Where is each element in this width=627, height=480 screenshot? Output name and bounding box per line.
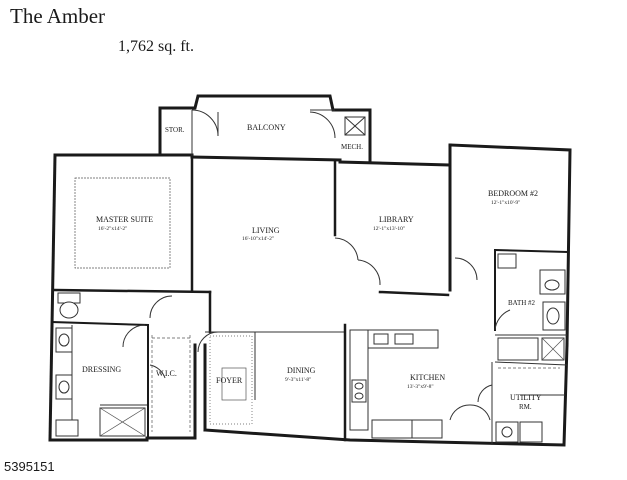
exterior-walls: [48, 94, 572, 447]
utility-label: UTILITY: [510, 393, 542, 402]
storage-label: STOR.: [165, 126, 185, 134]
bedroom2-dims: 12'-1"x10'-9": [491, 200, 520, 206]
mech-label: MECH.: [341, 143, 363, 151]
living-dims: 16'-10"x14'-2": [242, 236, 274, 242]
dressing-label: DRESSING: [82, 365, 121, 374]
dining-dims: 9'-3"x11'-8": [285, 377, 311, 383]
room-labels: BALCONY STOR. MECH. MASTER SUITE 16'-2"x…: [82, 123, 542, 411]
plan-title: The Amber: [10, 4, 106, 28]
interior-walls: [50, 109, 569, 445]
library-label: LIBRARY: [379, 215, 414, 224]
bath2-label: BATH #2: [508, 299, 536, 307]
kitchen-dims: 13'-3"x9'-8": [407, 384, 434, 390]
bedroom2-label: BEDROOM #2: [488, 189, 538, 198]
dining-label: DINING: [287, 366, 316, 375]
wic-label: W.I.C.: [156, 369, 177, 378]
master-suite-dims: 16'-2"x14'-2": [98, 226, 127, 232]
listing-id: 5395151: [4, 459, 55, 474]
foyer-label: FOYER: [216, 376, 243, 385]
balcony-label: BALCONY: [247, 123, 286, 132]
library-dims: 12'-1"x13'-10": [373, 226, 405, 232]
master-suite-label: MASTER SUITE: [96, 215, 153, 224]
plan-area: 1,762 sq. ft.: [118, 38, 194, 55]
door-swings: [122, 109, 511, 421]
living-label: LIVING: [252, 226, 280, 235]
utility-label-line2: RM.: [519, 403, 532, 411]
fixtures: [55, 116, 566, 443]
kitchen-label: KITCHEN: [410, 373, 445, 382]
